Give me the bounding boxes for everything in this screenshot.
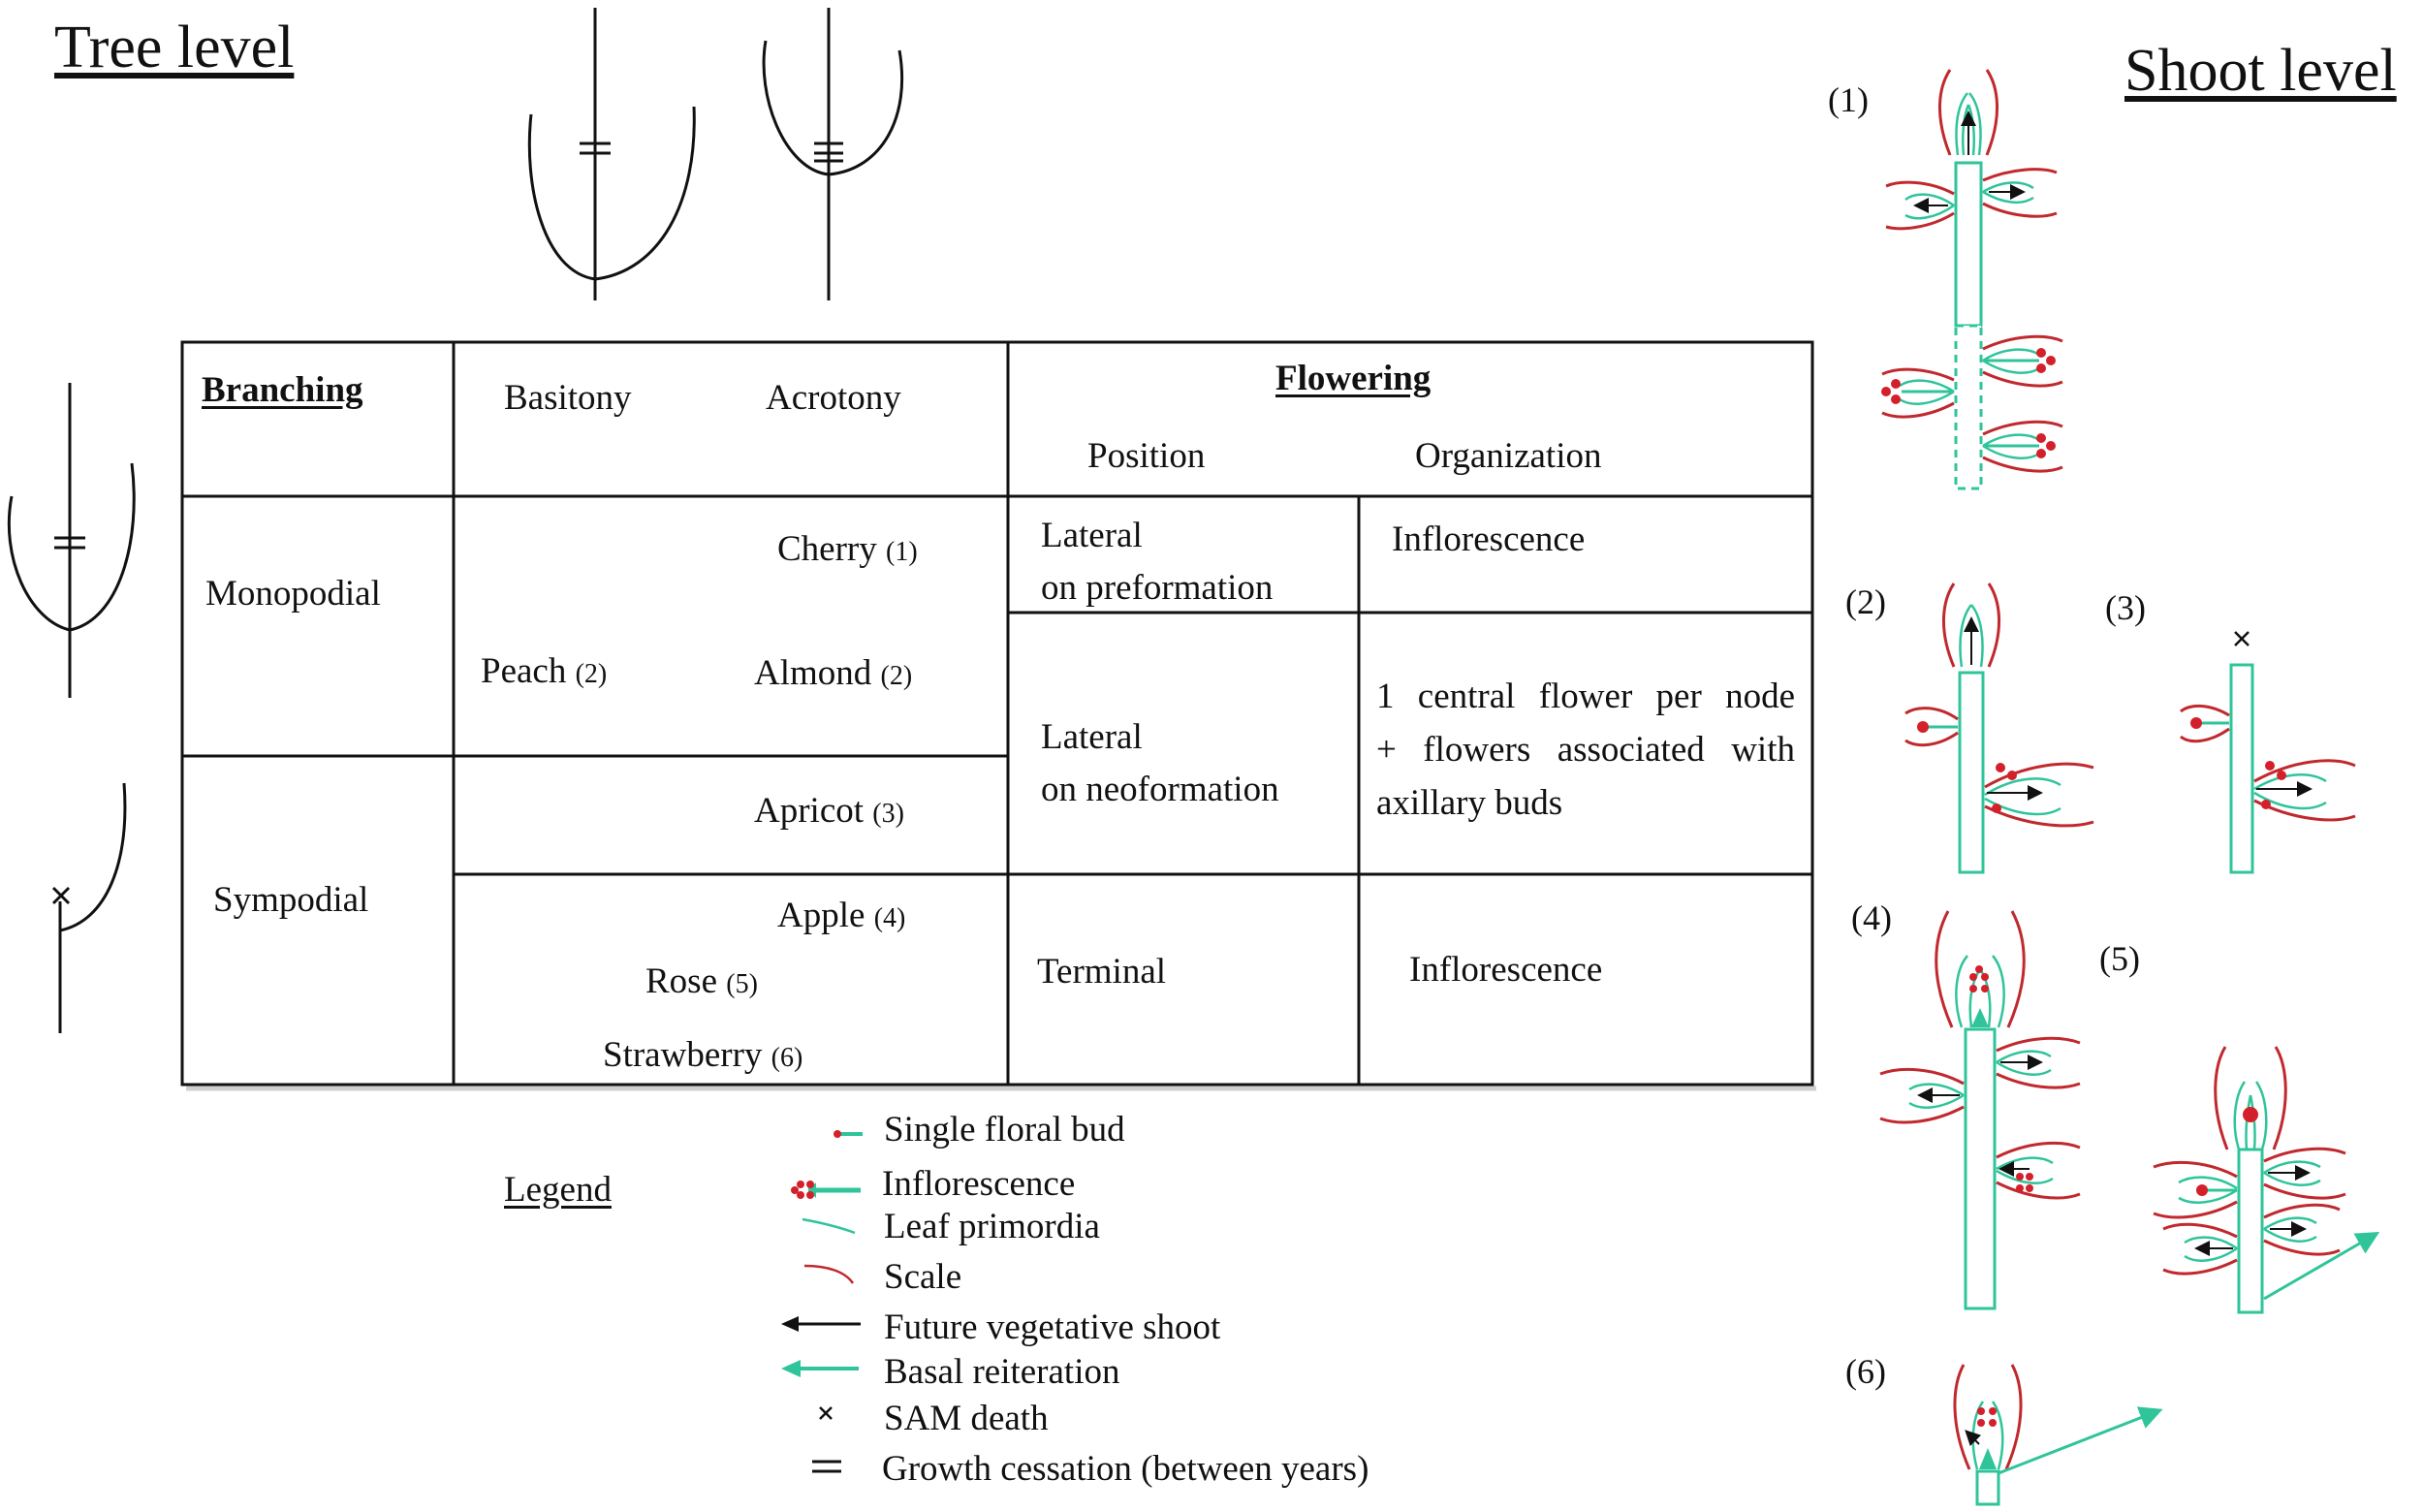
row-monopodial: Monopodial <box>205 574 381 614</box>
shoot-label-6: (6) <box>1845 1352 1886 1391</box>
species-apricot: Apricot (3) <box>754 791 904 831</box>
header-acrotony: Acrotony <box>766 378 901 418</box>
black-arrow-icon <box>781 1316 861 1332</box>
position-lateral-neo-l1: Lateral <box>1041 717 1143 757</box>
species-rose: Rose (5) <box>645 961 758 1001</box>
species-strawberry: Strawberry (6) <box>603 1035 803 1075</box>
leaf-primordia-icon <box>802 1217 856 1235</box>
shoot-level-title: Shoot level <box>2124 38 2397 104</box>
shoot-diagram-4 <box>1879 910 2081 1310</box>
legend-item-growth-cessation: Growth cessation (between years) <box>882 1449 1369 1489</box>
species-apple: Apple (4) <box>777 896 906 935</box>
shoot-diagram-3 <box>2180 631 2356 874</box>
species-cherry: Cherry (1) <box>777 529 918 569</box>
double-bar-icon <box>812 1460 841 1473</box>
shoot-diagram-5 <box>2153 1046 2380 1314</box>
shoot-label-2: (2) <box>1845 583 1886 621</box>
legend-item-basal-reiteration: Basal reiteration <box>884 1352 1120 1392</box>
shoot-diagram-1 <box>1881 69 2063 490</box>
header-flowering: Flowering <box>1275 359 1432 398</box>
sympodial-tree-sketch <box>51 782 127 1033</box>
shoot-diagram-2 <box>1904 583 2094 874</box>
position-lateral-pre-l2: on preformation <box>1041 568 1274 608</box>
header-branching: Branching <box>202 370 363 410</box>
legend-item-single-floral-bud: Single floral bud <box>884 1110 1125 1150</box>
organization-inflorescence-2: Inflorescence <box>1409 950 1603 990</box>
legend-item-future-vegetative-shoot: Future vegetative shoot <box>884 1307 1221 1347</box>
header-position: Position <box>1087 436 1206 476</box>
basitony-tree-sketch <box>527 8 696 300</box>
inflorescence-icon <box>791 1181 861 1199</box>
cross-icon <box>819 1406 833 1420</box>
green-arrow-icon <box>781 1360 859 1377</box>
legend-item-scale: Scale <box>884 1257 962 1297</box>
shoot-diagram-6 <box>1953 1364 2163 1506</box>
legend-title: Legend <box>504 1170 612 1210</box>
row-sympodial: Sympodial <box>213 880 369 920</box>
legend-item-sam-death: SAM death <box>884 1399 1049 1438</box>
species-peach: Peach (2) <box>481 651 608 691</box>
monopodial-tree-sketch <box>7 383 136 698</box>
header-basitony: Basitony <box>504 378 632 418</box>
shoot-label-5: (5) <box>2099 939 2140 978</box>
position-lateral-neo-l2: on neoformation <box>1041 770 1279 809</box>
tree-level-title: Tree level <box>54 15 295 80</box>
legend-item-leaf-primordia: Leaf primordia <box>884 1207 1100 1246</box>
position-lateral-pre-l1: Lateral <box>1041 516 1143 555</box>
single-floral-bud-icon <box>834 1130 863 1138</box>
organization-inflorescence-1: Inflorescence <box>1392 520 1586 559</box>
shoot-label-4: (4) <box>1851 898 1892 937</box>
header-organization: Organization <box>1415 436 1602 476</box>
position-terminal: Terminal <box>1037 952 1167 992</box>
organization-central-flower: 1 central flower per node + flowers asso… <box>1376 677 1795 823</box>
legend-item-inflorescence: Inflorescence <box>882 1164 1076 1204</box>
scale-icon <box>803 1264 855 1284</box>
species-almond: Almond (2) <box>754 653 913 693</box>
acrotony-tree-sketch <box>762 8 904 300</box>
shoot-label-3: (3) <box>2105 588 2146 627</box>
shoot-label-1: (1) <box>1828 80 1869 119</box>
